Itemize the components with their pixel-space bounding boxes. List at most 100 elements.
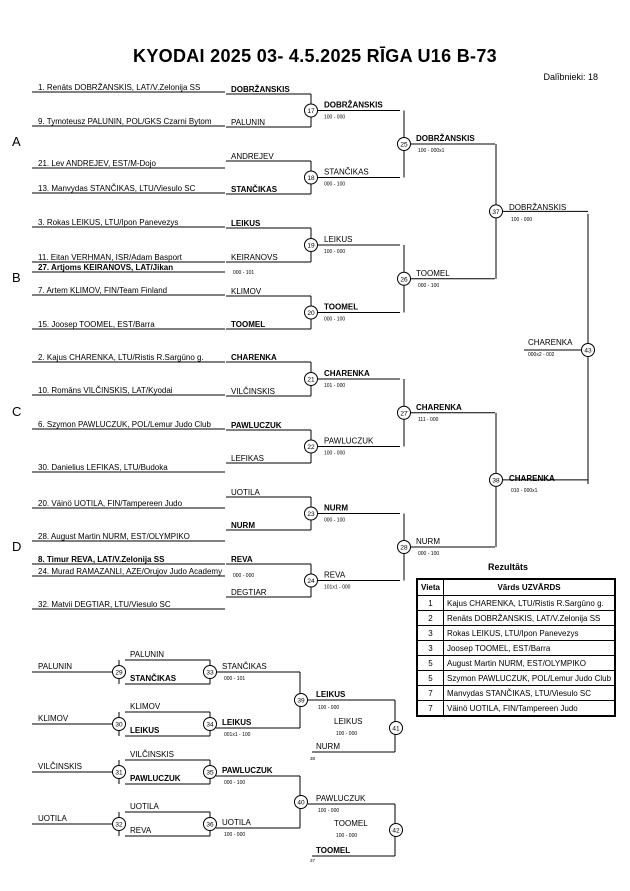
rep-top-r1: LEIKUS [130,726,160,735]
rep-opp-match: 37 [310,858,316,863]
rep-final-score: 100 - 000 [336,833,357,839]
round3-score: 000 - 100 [418,551,439,557]
rep-top-r1: KLIMOV [130,702,161,711]
rep-bot-loser: VILČINSKIS [38,762,82,771]
round2-name: PAWLUCZUK [324,437,374,446]
round2-name: STANČIKAS [324,168,369,177]
results-name: Kajus CHARENKA, LTU/Ristis R.Sargūno g. [442,595,616,611]
rep-opp-name: TOOMEL [316,846,350,855]
round1-score: 000 - 101 [233,270,254,276]
results-place: 3 [416,640,444,656]
rep-top-r1: STANČIKAS [130,674,177,683]
round2-score: 000 - 100 [324,182,345,188]
match-circle [203,717,217,731]
rep-r2-score: 000 - 101 [224,676,245,682]
results-header-name: Vārds UZVĀRDS [442,578,616,596]
entry-label: 8. Timur REVA, LAT/V.Zelonija SS [38,555,165,564]
round2-score: 000 - 100 [324,518,345,524]
results-name: Manvydas STANČIKAS, LTU/Viesulo SC [442,685,616,701]
entry-label: 15. Joosep TOOMEL, EST/Barra [38,320,155,329]
match-circle [389,823,403,837]
match-number: 17 [307,108,315,115]
round3-name: TOOMEL [416,269,450,278]
round3-score: 100 - 000x1 [418,148,445,154]
round1-name: ANDREJEV [231,152,274,161]
results-place: 5 [416,655,444,671]
rep-top-r1: PALUNIN [130,650,164,659]
match-number: 27 [400,410,408,417]
match-number: 22 [307,444,315,451]
entry-label: 2. Kajus CHARENKA, LTU/Ristis R.Sargūno … [38,353,204,362]
entry-label: 28. August Martin NURM, EST/OLYMPIKO [38,532,190,541]
round2-name: CHARENKA [324,369,370,378]
match-circle [304,439,318,454]
match-number: 29 [115,670,123,677]
rep-r2-name: LEIKUS [222,718,252,727]
round1-name: PALUNIN [231,118,265,127]
match-number: 42 [392,828,400,835]
round2-score: 100 - 000 [324,249,345,255]
rep-bot-r1: REVA [130,826,152,835]
match-number: 30 [115,722,123,729]
match-circle [203,765,217,779]
rep-bot-r1: PAWLUCZUK [130,774,181,783]
rep-r2-name: STANČIKAS [222,662,267,671]
round1-name: STANČIKAS [231,185,278,194]
rep-bot-loser: UOTILA [38,814,68,823]
match-circle [304,573,318,588]
rep-r3-score: 100 - 000 [318,705,339,711]
results-place: 7 [416,685,444,701]
match-number: 26 [400,276,408,283]
match-number: 38 [492,477,500,484]
match-number: 18 [307,175,315,182]
match-number: 25 [400,142,408,149]
match-circle [294,795,308,809]
match-circle [304,506,318,521]
entry-label: 13. Manvydas STANČIKAS, LTU/Viesulo SC [38,184,196,193]
entry-label: 20. Väinö UOTILA, FIN/Tampereen Judo [38,499,183,508]
rep-r3-score: 100 - 000 [318,808,339,814]
round2-score: 100 - 000 [324,115,345,121]
rep-top-loser: PALUNIN [38,662,72,671]
round1-name: DEGTIAR [231,588,267,597]
entry-label: 27. Artjoms KEIRANOVS, LAT/Jikan [38,263,173,272]
round2-score: 101x1 - 000 [324,585,351,591]
rep-r2-score: 000 - 100 [224,780,245,786]
entry-label: 6. Szymon PAWLUCZUK, POL/Lemur Judo Club [38,420,212,429]
round1-name: KLIMOV [231,287,262,296]
rep-opp-match: 38 [310,756,316,761]
match-circle [294,693,308,707]
results-place: 5 [416,670,444,686]
match-number: 24 [307,578,315,585]
rep-r3-name: LEIKUS [316,690,346,699]
pool-label: A [12,134,21,149]
match-number: 40 [297,800,305,807]
entry-label: 1. Renāts DOBRŽANSKIS, LAT/V.Zelonija SS [38,83,200,92]
round1-name: PAWLUCZUK [231,421,282,430]
match-number: 31 [115,770,123,777]
results-name: Rokas LEIKUS, LTU/Ipon Panevezys [442,625,616,641]
match-circle [304,305,318,320]
round1-name: LEIKUS [231,219,261,228]
match-circle [389,721,403,735]
match-number: 41 [392,726,400,733]
rep-r2-name: UOTILA [222,818,252,827]
match-number: 20 [307,310,315,317]
match-number: 43 [584,348,592,355]
round3-score: 111 - 000 [418,417,439,423]
match-number: 36 [206,822,214,829]
entry-label: 9. Tymoteusz PALUNIN, POL/GKS Czarni Byt… [38,117,212,126]
match-number: 34 [206,722,214,729]
rep-final-name: TOOMEL [334,819,368,828]
results-header-place: Vieta [416,578,444,596]
round1-name: KEIRANOVS [231,253,278,262]
